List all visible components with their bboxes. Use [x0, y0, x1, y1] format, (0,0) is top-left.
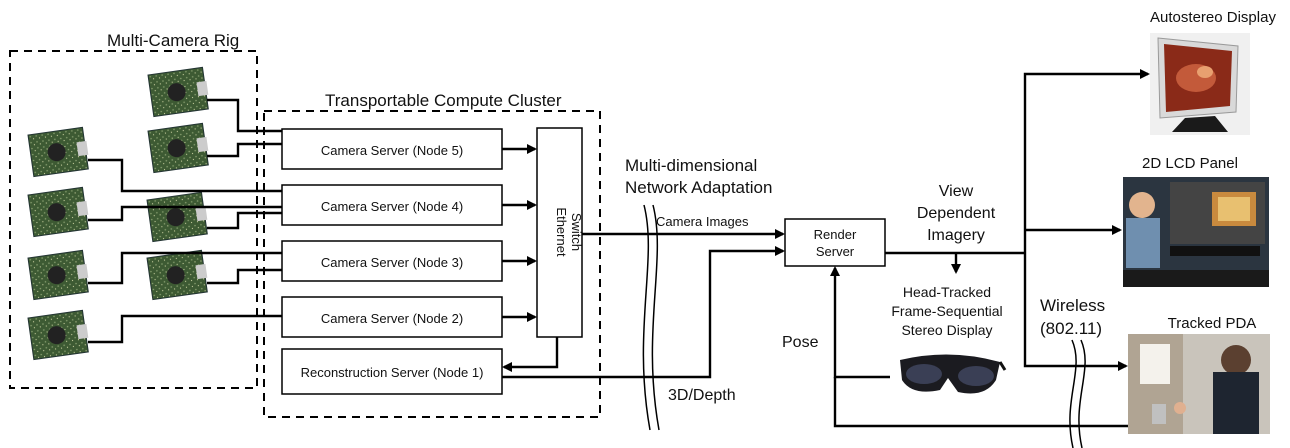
camera-images-label: Camera Images: [656, 214, 749, 229]
camera-server-node-5-label: Camera Server (Node 5): [321, 143, 463, 158]
autostereo-label: Autostereo Display: [1150, 9, 1276, 26]
cluster-group-label: Transportable Compute Cluster: [325, 91, 562, 110]
camera-server-node-3-label: Camera Server (Node 3): [321, 255, 463, 270]
head-tracked-label-3: Stereo Display: [901, 322, 992, 338]
view-label-1: View: [939, 183, 974, 200]
server-switch-arrows: [502, 144, 559, 372]
camera-server-node-4: Camera Server (Node 4): [281, 184, 503, 226]
wireless-break-marks: [1069, 339, 1086, 448]
render-server-label-2: Server: [816, 244, 855, 259]
network-adaptation-label-2: Network Adaptation: [625, 178, 772, 197]
rig-group-label: Multi-Camera Rig: [107, 31, 239, 50]
wireless-label-1: Wireless: [1040, 296, 1105, 315]
camera-server-node-4-label: Camera Server (Node 4): [321, 199, 463, 214]
switch-label-line2: Switch: [569, 213, 584, 251]
reconstruction-server-label: Reconstruction Server (Node 1): [301, 365, 484, 380]
view-label-3: Imagery: [927, 227, 985, 244]
camera-board: [27, 309, 89, 361]
reconstruction-server-node-1: Reconstruction Server (Node 1): [281, 348, 503, 395]
autostereo-monitor-image: [1150, 33, 1250, 135]
tracked-pda-label: Tracked PDA: [1168, 315, 1257, 332]
camera-board: [147, 122, 209, 174]
camera-board: [27, 186, 89, 238]
rig-group-box: [9, 50, 258, 389]
wireless-label-2: (802.11): [1040, 319, 1102, 338]
switch-label-line1: Ethernet: [554, 207, 569, 257]
depth-label: 3D/Depth: [668, 387, 736, 404]
render-server-label-1: Render: [814, 227, 857, 242]
view-label-2: Dependent: [917, 205, 996, 222]
pose-line-pda: [833, 377, 1128, 428]
pose-label: Pose: [782, 334, 819, 351]
tracked-pda-photo: [1128, 334, 1270, 434]
camera-server-node-5: Camera Server (Node 5): [281, 128, 503, 170]
cluster-group-box: [263, 110, 601, 418]
camera-server-node-3: Camera Server (Node 3): [281, 240, 503, 282]
lcd-panel-label: 2D LCD Panel: [1142, 155, 1238, 172]
camera-cables: [88, 98, 282, 344]
imagery-distribution-lines: [885, 69, 1150, 371]
render-server: Render Server: [784, 218, 886, 267]
depth-arrow: [502, 246, 785, 379]
lcd-panel-photo: [1123, 177, 1269, 287]
camera-board: [146, 191, 208, 243]
camera-board: [147, 66, 209, 118]
camera-server-node-2: Camera Server (Node 2): [281, 296, 503, 338]
network-break-marks: [642, 204, 660, 431]
stereo-glasses-image: [893, 342, 1007, 412]
network-adaptation-label-1: Multi-dimensional: [625, 156, 757, 175]
head-tracked-label-1: Head-Tracked: [903, 284, 991, 300]
head-tracked-label-2: Frame-Sequential: [891, 303, 1002, 319]
ethernet-switch: Ethernet Switch: [536, 127, 584, 338]
camera-board: [27, 249, 89, 301]
camera-board: [27, 126, 89, 178]
camera-boards: [27, 66, 209, 361]
pose-arrow-glasses: [830, 266, 890, 379]
camera-board: [146, 249, 208, 301]
camera-server-node-2-label: Camera Server (Node 2): [321, 311, 463, 326]
